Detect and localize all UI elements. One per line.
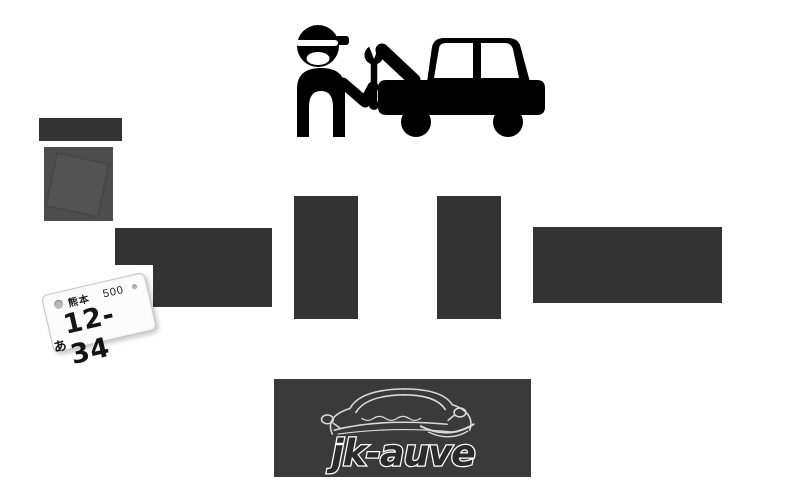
- mechanic-repairing-car-icon: [296, 25, 545, 137]
- redacted-title-bar: [39, 118, 122, 141]
- plate-hiragana-text: あ: [51, 336, 68, 355]
- thumbnail-inner-shape: [45, 151, 111, 218]
- logo-text-jk-auve: jk-auve: [326, 431, 475, 474]
- redacted-paragraph-right: [533, 227, 722, 303]
- logo-text: jk-auve: [324, 430, 476, 476]
- redacted-paragraph-bottom: [153, 250, 272, 307]
- bolt-icon: [53, 298, 65, 310]
- redacted-photo-thumbnail: [44, 147, 113, 221]
- redacted-column-right: [437, 196, 501, 319]
- bolt-small-icon: [131, 283, 138, 290]
- car-outline-sketch-icon: [320, 388, 475, 438]
- logo-banner-jk-auve[interactable]: jk-auve: [274, 379, 531, 477]
- license-plate-image: 熊本 500 あ 12-34: [40, 271, 158, 371]
- redacted-column-left: [294, 196, 358, 319]
